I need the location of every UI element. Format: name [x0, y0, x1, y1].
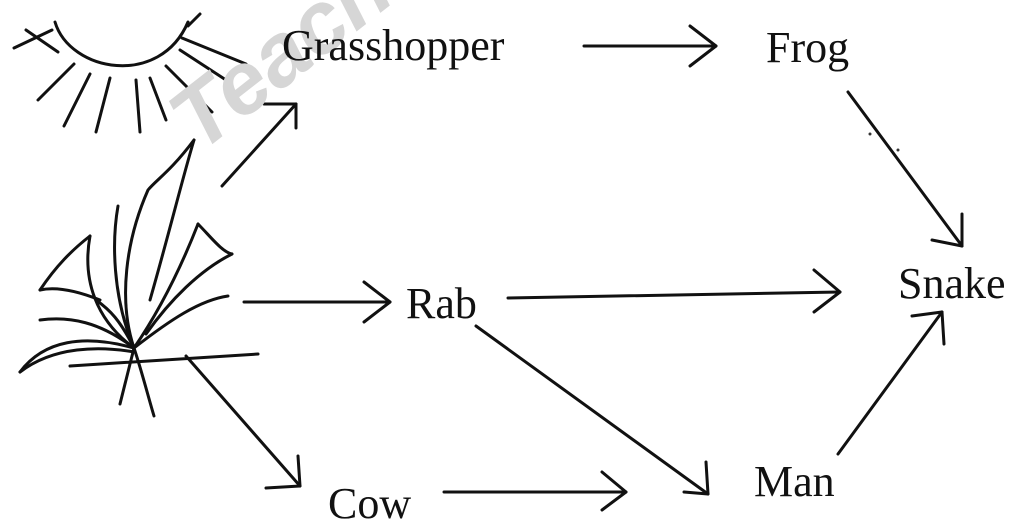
node-grasshopper: Grasshopper: [282, 21, 505, 70]
node-rab: Rab: [406, 279, 477, 328]
grass-plant-icon: [18, 138, 260, 418]
speck: [868, 132, 872, 136]
arrow-grass-to-grasshopper: [220, 102, 298, 188]
arrow-man-to-snake: [836, 310, 946, 456]
arrow-grasshopper-to-frog: [582, 24, 718, 68]
speck: [896, 148, 900, 152]
arrow-rab-to-snake: [506, 268, 842, 314]
node-man: Man: [754, 457, 835, 506]
sun-icon: [12, 12, 248, 134]
arrow-frog-to-snake: [846, 90, 964, 248]
arrow-grass-to-cow: [184, 354, 302, 490]
arrow-grass-to-rab: [242, 280, 392, 324]
arrow-cow-to-man: [442, 470, 628, 512]
node-cow: Cow: [328, 479, 412, 528]
node-frog: Frog: [766, 23, 850, 72]
node-snake: Snake: [898, 259, 1006, 308]
arrow-rab-to-man: [474, 324, 710, 496]
